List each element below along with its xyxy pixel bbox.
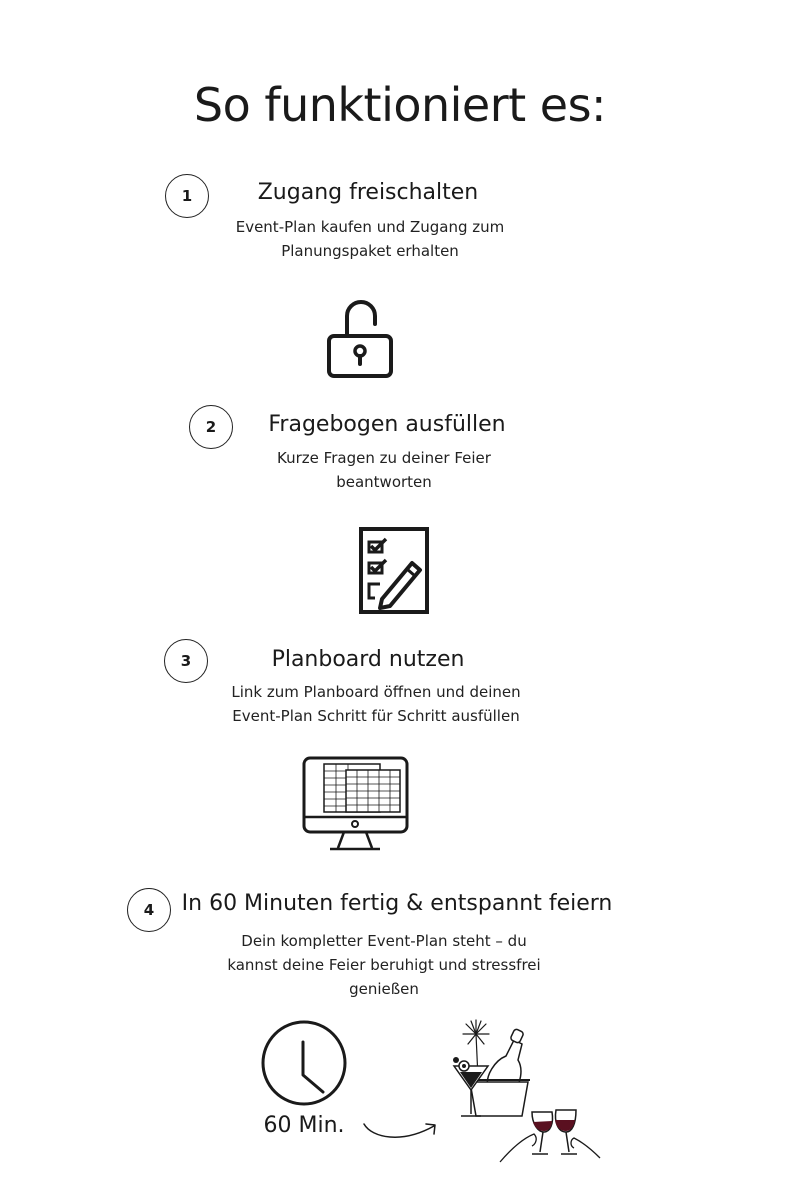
page-title: So funktioniert es: [193, 78, 607, 132]
clock-icon [261, 1020, 347, 1106]
step-1-number: 1 [165, 174, 209, 218]
step-3-heading: Planboard nutzen [271, 647, 465, 672]
padlock-open-icon [327, 300, 393, 378]
step-4-number: 4 [127, 888, 171, 932]
step-4-description: Dein kompletter Event-Plan steht – du ka… [184, 929, 584, 1001]
step-2-description: Kurze Fragen zu deiner Feier beantworten [184, 446, 584, 494]
step-3-number: 3 [164, 639, 208, 683]
step-1-description-line: Event-Plan kaufen und Zugang zum [235, 218, 505, 236]
step-2-description-line: Kurze Fragen zu deiner Feier [277, 449, 491, 467]
step-1-description-line: Planungspaket erhalten [281, 242, 459, 260]
step-4-description-line: kannst deine Feier beruhigt und stressfr… [227, 956, 541, 974]
step-2-description-line: beantworten [336, 473, 432, 491]
arrow-icon [363, 1123, 436, 1138]
step-3-description-line: Link zum Planboard öffnen und deinen [231, 683, 521, 701]
step-1-heading: Zugang freischalten [257, 180, 479, 205]
step-3-description-line: Event-Plan Schritt für Schritt ausfüllen [232, 707, 520, 725]
celebration-icon [452, 1019, 601, 1163]
clock-label: 60 Min. [263, 1113, 345, 1138]
step-2-number: 2 [189, 405, 233, 449]
checklist-pencil-icon [359, 527, 429, 614]
step-4-description-line: genießen [349, 980, 419, 998]
step-1-description: Event-Plan kaufen und Zugang zum Planung… [170, 215, 570, 263]
monitor-spreadsheet-icon [302, 756, 409, 851]
step-2-heading: Fragebogen ausfüllen [268, 412, 506, 437]
step-4-heading: In 60 Minuten fertig & entspannt feiern [181, 891, 613, 916]
step-4-description-line: Dein kompletter Event-Plan steht – du [241, 932, 527, 950]
step-3-description: Link zum Planboard öffnen und deinen Eve… [176, 680, 576, 728]
